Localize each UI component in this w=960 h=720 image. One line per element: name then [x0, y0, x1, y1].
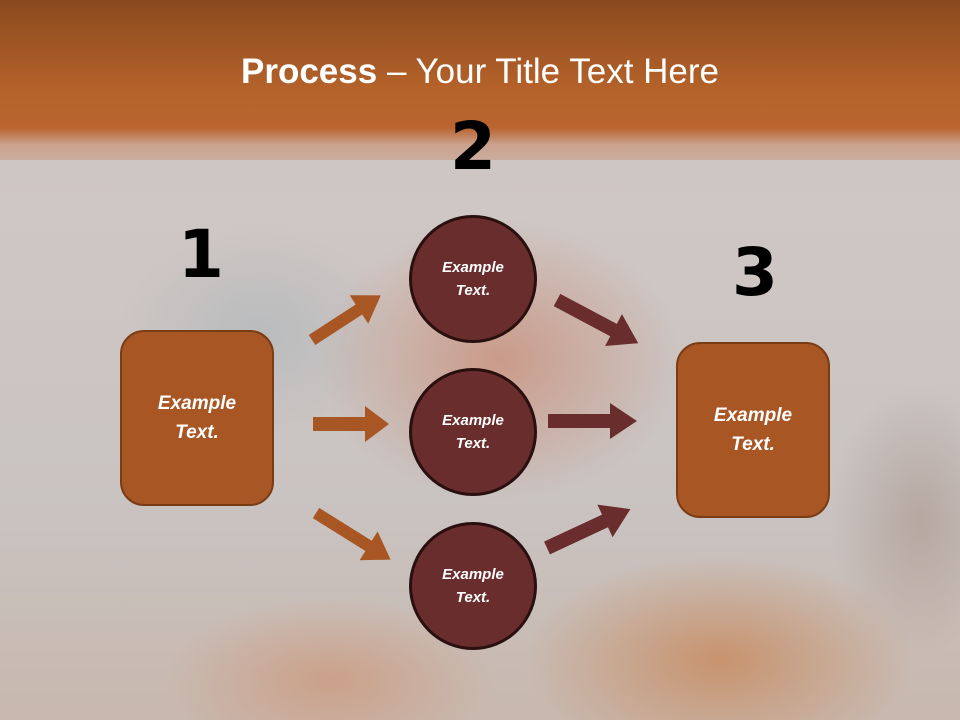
arrow-right-icon	[313, 406, 389, 442]
arrow-right-down-icon	[553, 293, 639, 346]
step-2-circle-bottom[interactable]: Example Text.	[409, 522, 537, 650]
step-3-label: Example Text.	[713, 405, 793, 455]
circle-top-label: Example Text.	[442, 259, 504, 299]
step-2-circle-top[interactable]: Example Text.	[409, 215, 537, 343]
arrow-right-down-icon	[312, 507, 391, 561]
step-number-1: 1	[178, 216, 224, 293]
title-bar	[0, 0, 960, 160]
circle-middle-label: Example Text.	[442, 412, 504, 452]
step-number-2: 2	[450, 108, 496, 185]
step-number-3: 3	[732, 234, 778, 311]
step-1-label: Example Text.	[157, 393, 237, 443]
step-1-box[interactable]: Example Text.	[120, 330, 274, 506]
slide-title: Process – Your Title Text Here	[0, 52, 960, 92]
title-bold: Process	[241, 52, 378, 91]
title-rest: – Your Title Text Here	[377, 52, 719, 91]
arrow-right-icon	[548, 403, 637, 439]
step-3-box[interactable]: Example Text.	[676, 342, 830, 518]
step-2-circle-middle[interactable]: Example Text.	[409, 368, 537, 496]
circle-bottom-label: Example Text.	[442, 566, 504, 606]
arrow-right-up-icon	[544, 504, 631, 555]
arrow-right-up-icon	[308, 295, 381, 346]
